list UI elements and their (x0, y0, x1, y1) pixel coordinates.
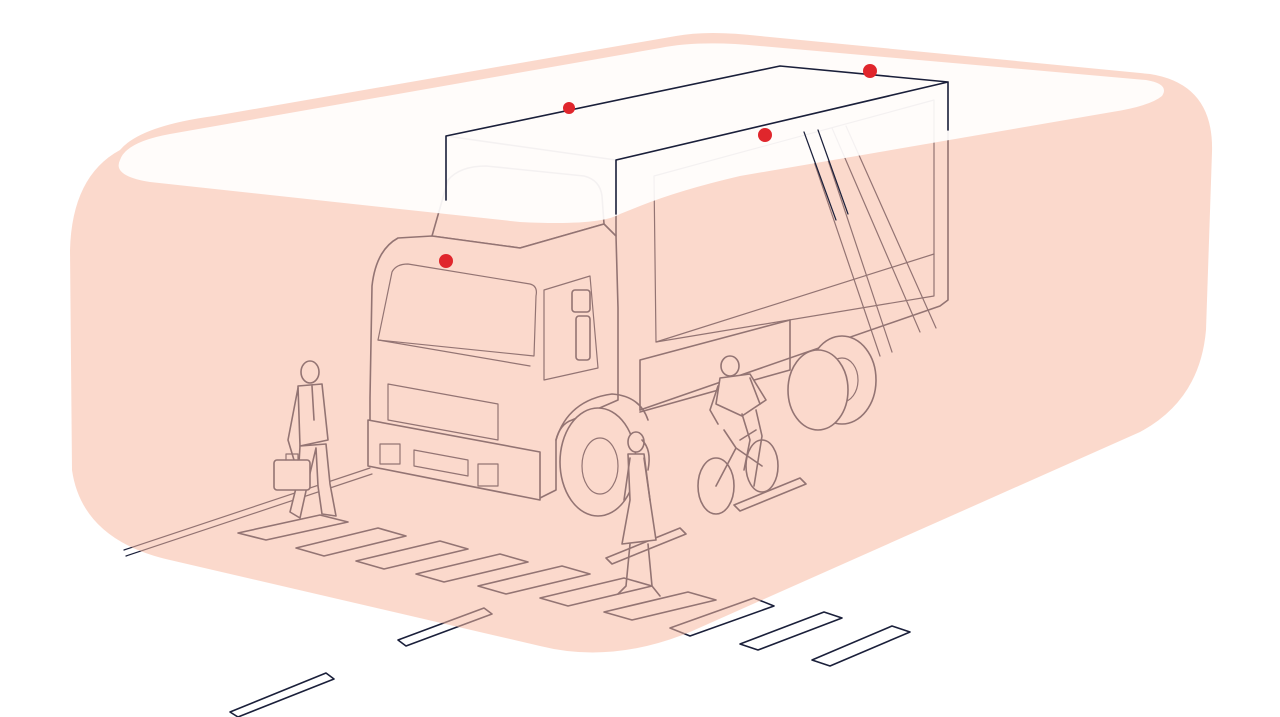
crosswalk-stripe (739, 611, 843, 651)
detection-zone-top-highlight (118, 43, 1165, 223)
sensors (439, 64, 877, 268)
sensor-dot-icon (439, 254, 453, 268)
cargo-strap-overlay (803, 129, 849, 221)
sensor-dot-icon (758, 128, 772, 142)
lane-dash (229, 672, 335, 717)
crosswalk-stripe (811, 625, 911, 667)
sensor-dot-icon (863, 64, 877, 78)
sensor-dot-icon (563, 102, 575, 114)
